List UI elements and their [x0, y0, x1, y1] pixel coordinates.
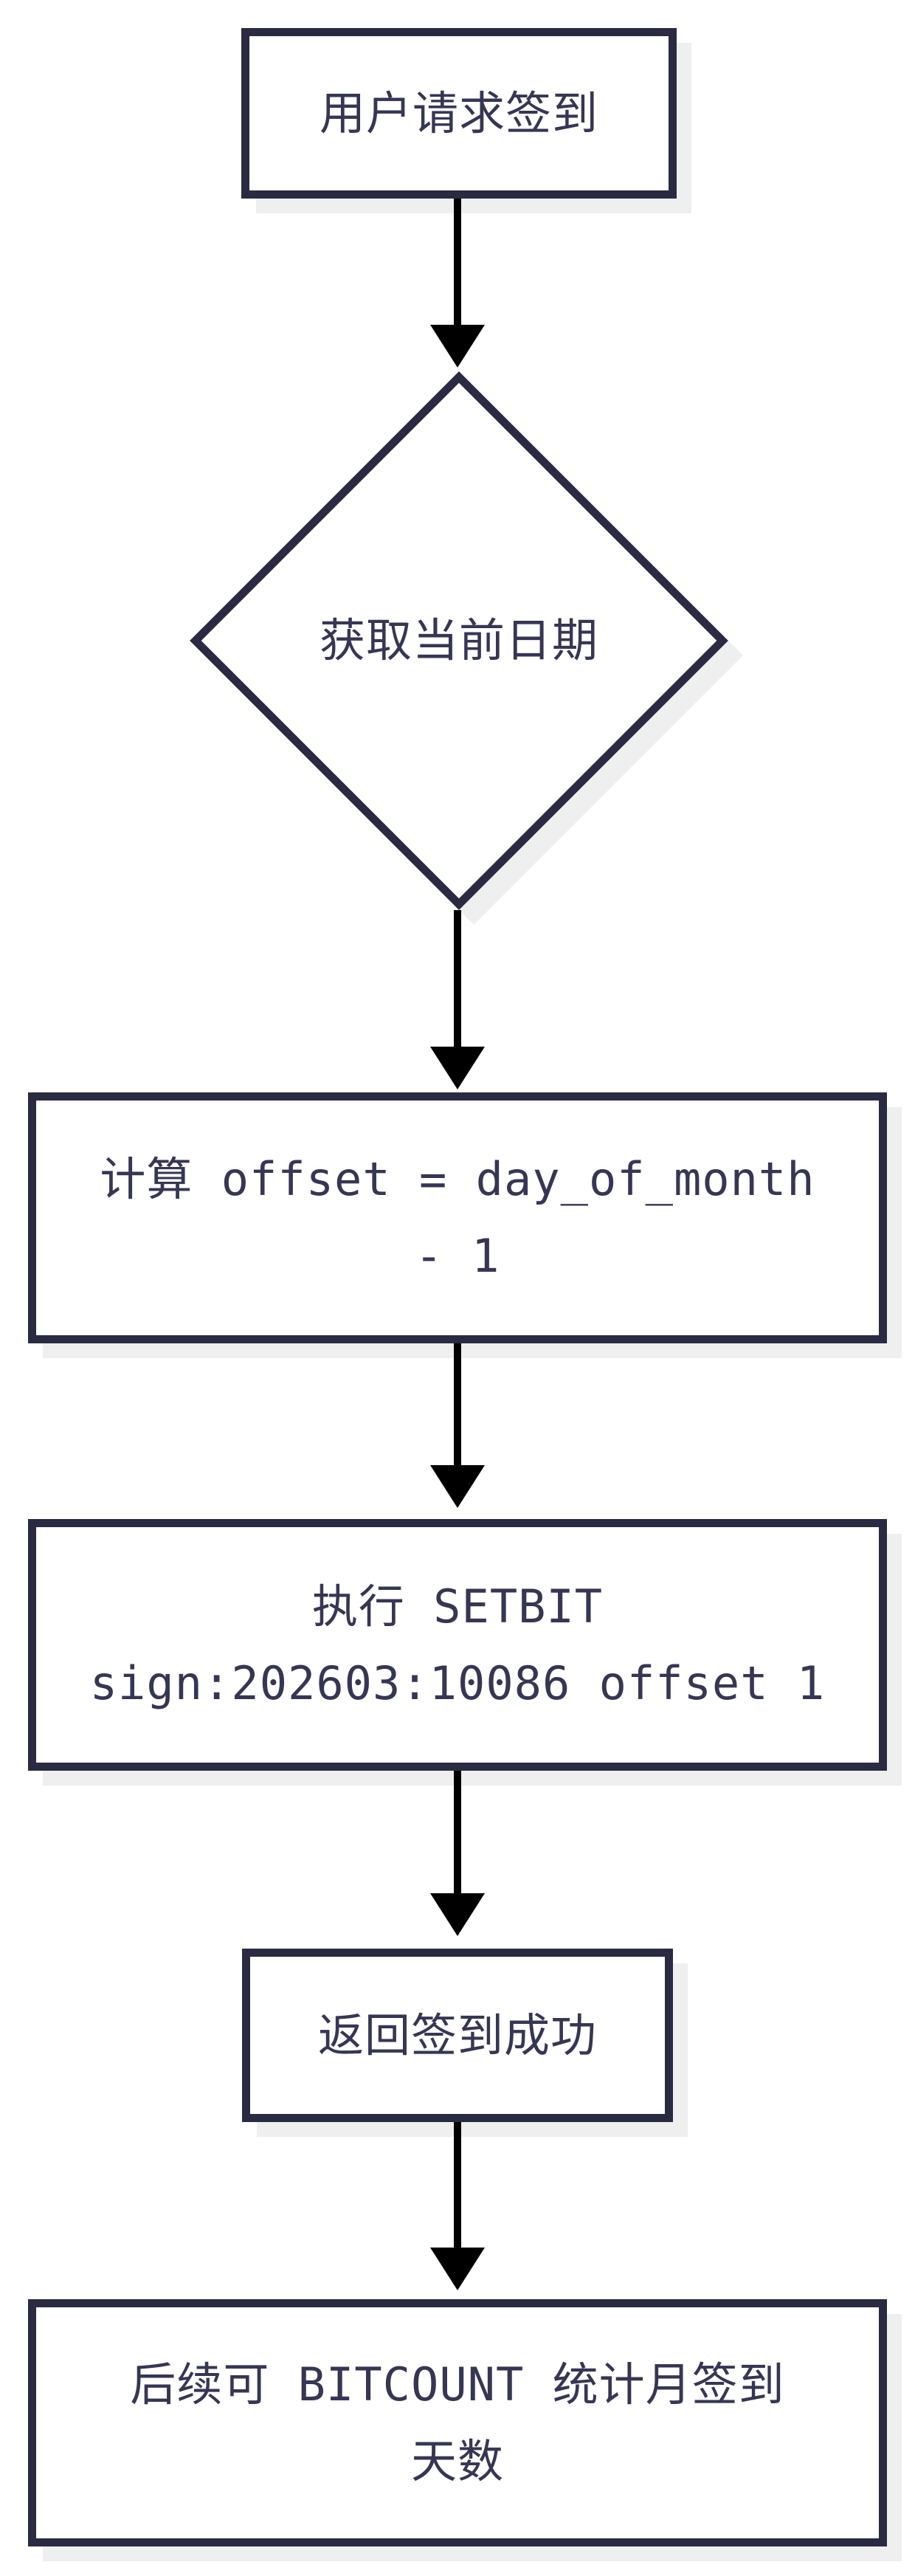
diamond-shape: 获取当前日期 — [190, 371, 728, 910]
arrow-5-head-icon — [430, 2248, 485, 2290]
arrow-2-line — [454, 910, 461, 1047]
node-user-request-label: 用户请求签到 — [319, 86, 598, 140]
node-exec-setbit: 执行 SETBIT sign:202603:10086 offset 1 — [28, 1519, 887, 1771]
node-exec-setbit-line-1: 执行 SETBIT — [311, 1579, 604, 1633]
arrow-3-line — [454, 1343, 461, 1465]
node-get-current-date: 获取当前日期 — [190, 371, 728, 910]
node-bitcount-note: 后续可 BITCOUNT 统计月签到 天数 — [28, 2299, 887, 2546]
node-calc-offset: 计算 offset = day_of_month - 1 — [28, 1092, 887, 1343]
node-calc-offset-line-2: - 1 — [415, 1229, 500, 1283]
arrow-2-head-icon — [430, 1047, 485, 1089]
arrow-1-head-icon — [430, 325, 485, 368]
arrow-5-line — [454, 2122, 461, 2248]
arrow-1-line — [454, 199, 461, 325]
node-get-current-date-label: 获取当前日期 — [319, 613, 599, 667]
node-exec-setbit-line-2: sign:202603:10086 offset 1 — [89, 1656, 826, 1710]
arrow-4-head-icon — [430, 1893, 485, 1936]
node-return-success: 返回签到成功 — [242, 1949, 673, 2122]
node-calc-offset-line-1: 计算 offset = day_of_month — [100, 1152, 815, 1206]
arrow-4-line — [454, 1771, 461, 1893]
node-bitcount-note-line-2: 天数 — [410, 2434, 504, 2488]
arrow-3-head-icon — [430, 1465, 485, 1508]
node-return-success-label: 返回签到成功 — [317, 2008, 597, 2062]
node-bitcount-note-line-1: 后续可 BITCOUNT 统计月签到 — [130, 2357, 785, 2411]
node-user-request: 用户请求签到 — [241, 28, 677, 199]
